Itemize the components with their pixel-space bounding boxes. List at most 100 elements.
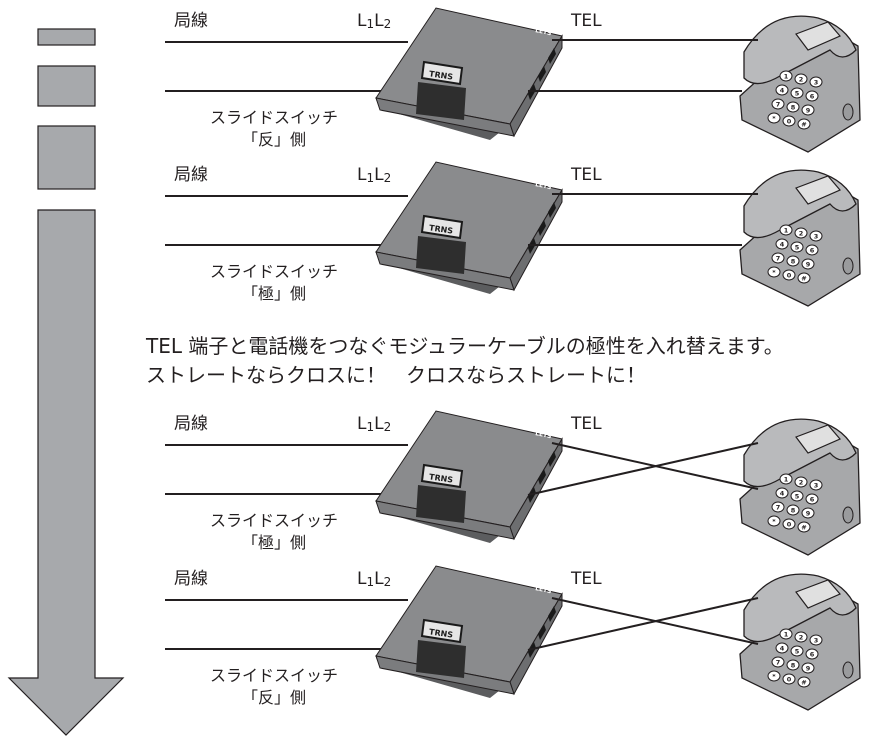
phone-key — [779, 473, 793, 485]
phone-key — [786, 255, 800, 267]
phone-key — [782, 673, 796, 685]
phone-key — [797, 676, 811, 688]
l1-text: L — [357, 414, 367, 434]
phone-key-label: 7 — [776, 659, 781, 667]
phone-key — [797, 118, 811, 130]
phone-key-label: 3 — [814, 79, 819, 87]
note-line-1: TEL 端子と電話機をつなぐモジュラーケーブルの極性を入れ替えます。 — [146, 334, 784, 358]
phone-key-label: # — [801, 121, 806, 129]
phone-key-label: 1 — [784, 73, 789, 81]
phone-key — [790, 645, 804, 657]
l2-subscript: 2 — [383, 17, 392, 31]
phone-key-label: 2 — [799, 230, 804, 238]
device-badge-text: TRNS — [429, 69, 454, 81]
device-jack — [538, 624, 546, 640]
device-badge — [420, 60, 464, 86]
phone-key-label: # — [801, 275, 806, 283]
phone-key-label: * — [772, 518, 776, 526]
phone-key-label: 0 — [787, 676, 792, 684]
phone-key-label: 4 — [780, 645, 785, 653]
phone-key — [805, 244, 819, 256]
l1l2-label: L1L2 — [357, 11, 392, 31]
phone-key-label: 8 — [791, 662, 796, 670]
phone-key — [767, 515, 781, 527]
phone-key — [805, 90, 819, 102]
device-jack — [538, 469, 546, 485]
phone-key-label: 9 — [806, 510, 811, 518]
phone-key-label: 6 — [810, 247, 815, 255]
phone-key-label: 1 — [784, 631, 789, 639]
phone-key-label: 9 — [806, 261, 811, 269]
phone-key-label: 5 — [795, 493, 800, 501]
line-label-text: 局線 — [174, 165, 208, 185]
l2-text: L — [374, 569, 384, 589]
device-jack — [548, 451, 556, 467]
switch-caption-line1: スライドスイッチ — [210, 511, 339, 530]
device-jack — [538, 220, 546, 236]
device-jack — [538, 66, 546, 82]
line-label: 局線 — [174, 167, 208, 184]
phone-key-label: 8 — [791, 104, 796, 112]
phone-key-label: 2 — [799, 76, 804, 84]
progress-arrow — [7, 28, 125, 736]
device-jack — [548, 48, 556, 64]
phone-key — [786, 504, 800, 516]
device-badge — [420, 618, 464, 644]
phone-key-label: 0 — [787, 272, 792, 280]
phone-key-label: # — [801, 679, 806, 687]
line-label-text: 局線 — [174, 414, 208, 434]
phone-key-label: 5 — [795, 648, 800, 656]
phone-key — [782, 115, 796, 127]
polarity-note: TEL 端子と電話機をつなぐモジュラーケーブルの極性を入れ替えます。 ストレート… — [146, 332, 784, 390]
tel-label: TEL — [571, 13, 602, 30]
line-label-text: 局線 — [174, 569, 208, 589]
phone-key — [794, 476, 808, 488]
phone-key — [809, 230, 823, 242]
down-arrow — [7, 209, 125, 736]
phone-key — [775, 238, 789, 250]
phone-key — [809, 479, 823, 491]
phone-key-label: # — [801, 524, 806, 532]
phone-key — [779, 70, 793, 82]
device-badge-text: TRNS — [429, 627, 454, 639]
tel-wire-cross-2 — [527, 442, 759, 496]
l2-subscript: 2 — [383, 575, 392, 589]
phone-key — [767, 266, 781, 278]
tel-label-text: TEL — [571, 414, 602, 434]
switch-caption-line2: 「極」側 — [242, 283, 307, 303]
phone-knob — [842, 257, 854, 275]
l2-text: L — [374, 11, 384, 31]
device-brand-text: LETS — [535, 27, 552, 37]
phone-key-label: 6 — [810, 496, 815, 504]
tel-label-text: TEL — [571, 165, 602, 185]
l2-subscript: 2 — [383, 420, 392, 434]
phone-key — [779, 224, 793, 236]
tel-label: TEL — [571, 416, 602, 433]
phone-key-label: 7 — [776, 255, 781, 263]
phone-key — [805, 648, 819, 660]
phone-key — [809, 634, 823, 646]
phone-display — [795, 424, 841, 454]
l1l2-label: L1L2 — [357, 569, 392, 589]
device-slide-panel — [416, 236, 466, 274]
switch-caption: スライドスイッチ「極」側 — [210, 510, 338, 553]
phone-key — [809, 76, 823, 88]
phone-key — [794, 73, 808, 85]
phone-key-label: 3 — [814, 637, 819, 645]
line-label: 局線 — [174, 13, 208, 30]
phone-key-label: 6 — [810, 651, 815, 659]
phone-key — [794, 631, 808, 643]
line-label: 局線 — [174, 416, 208, 433]
phone-key — [775, 487, 789, 499]
phone-key — [775, 642, 789, 654]
phone-key — [790, 490, 804, 502]
phone-key — [790, 241, 804, 253]
phone-key — [786, 659, 800, 671]
device-slide-panel — [416, 82, 466, 120]
tel-label: TEL — [571, 167, 602, 184]
device-brand-text: LETS — [535, 430, 552, 440]
